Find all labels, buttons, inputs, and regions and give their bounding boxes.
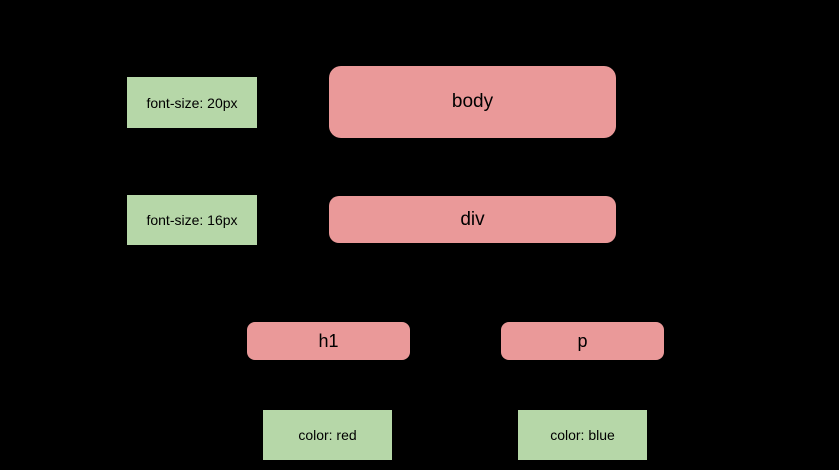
node-h1: h1 bbox=[247, 322, 410, 360]
property-label: font-size: 16px bbox=[146, 212, 238, 228]
node-label: p bbox=[577, 330, 588, 351]
property-label: font-size: 20px bbox=[146, 94, 238, 111]
node-label: h1 bbox=[318, 330, 339, 351]
node-p: p bbox=[501, 322, 664, 360]
property-box-font-size-16px: font-size: 16px bbox=[127, 195, 257, 245]
node-label: div bbox=[460, 208, 485, 230]
property-box-color-blue: color: blue bbox=[518, 410, 647, 460]
node-div: div bbox=[329, 196, 616, 243]
node-body: body bbox=[329, 66, 616, 138]
property-box-color-red: color: red bbox=[263, 410, 392, 460]
property-label: color: blue bbox=[550, 427, 615, 443]
property-label: color: red bbox=[298, 427, 357, 443]
property-box-font-size-20px: font-size: 20px bbox=[127, 77, 257, 128]
node-label: body bbox=[451, 91, 494, 112]
